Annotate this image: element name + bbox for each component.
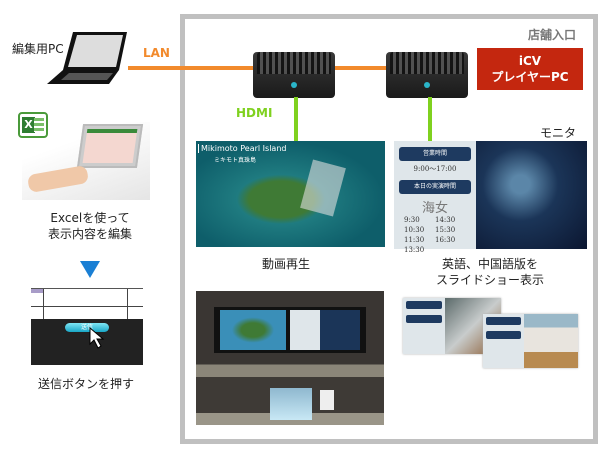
video-subtitle: ミキモト真珠島 [214,157,257,164]
time: 10:30 [404,226,425,234]
time: 13:30 [404,246,425,254]
player-pc-1 [253,52,335,98]
hours-heading: 営業時間 [399,147,471,161]
diver-photo [476,141,587,249]
send-caption: 送信ボタンを押す [38,377,135,391]
entrance-label: 店舗入口 [528,28,577,42]
time: 15:30 [435,226,456,234]
slide-caption-line1: 英語、中国語版を [441,257,538,271]
slide-caption: 英語、中国語版を スライドショー表示 [395,256,585,288]
icv-player-badge: iCV プレイヤーPC [477,48,583,90]
send-screen-screenshot: 送信 [31,288,143,365]
hdmi-cable-1 [294,97,298,141]
chinese-slide [483,314,578,368]
excel-icon: X [18,112,48,138]
monitor-label: モニタ [540,126,577,140]
demo-times: 9:30 14:30 10:30 15:30 11:30 16:30 13:30 [394,216,476,254]
lan-label: LAN [143,46,170,60]
edit-pc-label: 編集用PC [12,42,64,56]
installation-photo [196,291,384,425]
time [435,246,466,254]
video-caption: 動画再生 [262,257,311,271]
hdmi-cable-2 [428,97,432,141]
time: 16:30 [435,236,456,244]
schedule-slide: 営業時間 9:00～17:00 本日の実演時間 海女 9:30 14:30 10:… [394,141,476,254]
store-area-frame [180,14,598,444]
laptop-icon [45,30,131,86]
slide-caption-line2: スライドショー表示 [435,273,544,287]
video-monitor: Mikimoto Pearl Island ミキモト真珠島 [196,141,385,247]
excel-caption: Excelを使って 表示内容を編集 [30,210,150,242]
down-arrow-icon [80,261,100,278]
demo-heading: 本日の実演時間 [399,180,471,194]
excel-caption-line2: 表示内容を編集 [47,227,132,241]
cursor-icon [89,327,105,349]
player-pc-2 [386,52,468,98]
time: 9:30 [404,216,420,224]
show-title: 海女 [421,201,448,216]
video-title: Mikimoto Pearl Island [198,144,286,153]
hours-value: 9:00～17:00 [413,165,457,173]
hdmi-label: HDMI [236,106,273,120]
time: 14:30 [435,216,456,224]
time: 11:30 [404,236,425,244]
send-button[interactable]: 送信 [65,323,109,332]
badge-line2: プレイヤーPC [491,70,569,84]
excel-caption-line1: Excelを使って [50,211,130,225]
badge-line1: iCV [518,54,542,68]
